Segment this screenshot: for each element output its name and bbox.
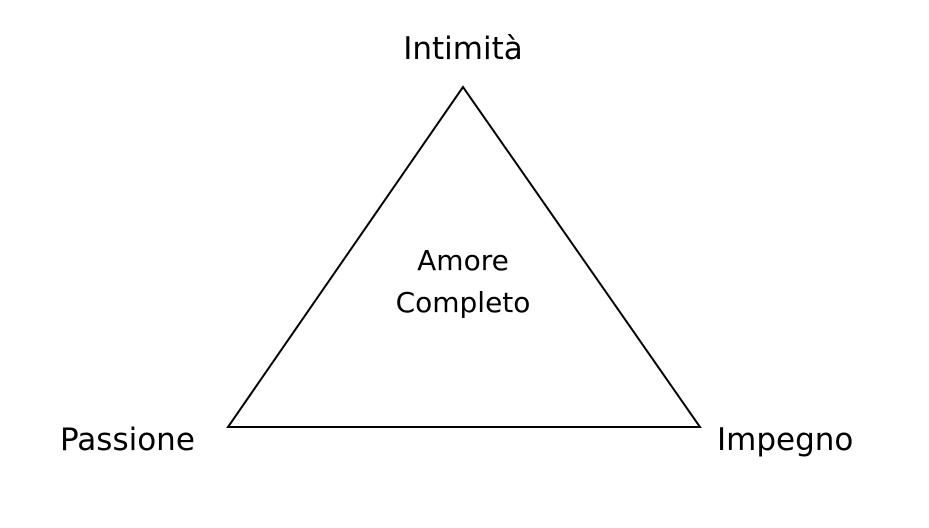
center-label: Amore Completo [396,240,531,324]
center-label-line1: Amore [417,244,509,277]
triangle-outline [226,85,702,428]
center-label-line2: Completo [395,286,531,319]
vertex-label-passione: Passione [60,422,195,458]
vertex-label-impegno: Impegno [717,422,854,458]
vertex-label-intimita: Intimità [403,31,523,67]
